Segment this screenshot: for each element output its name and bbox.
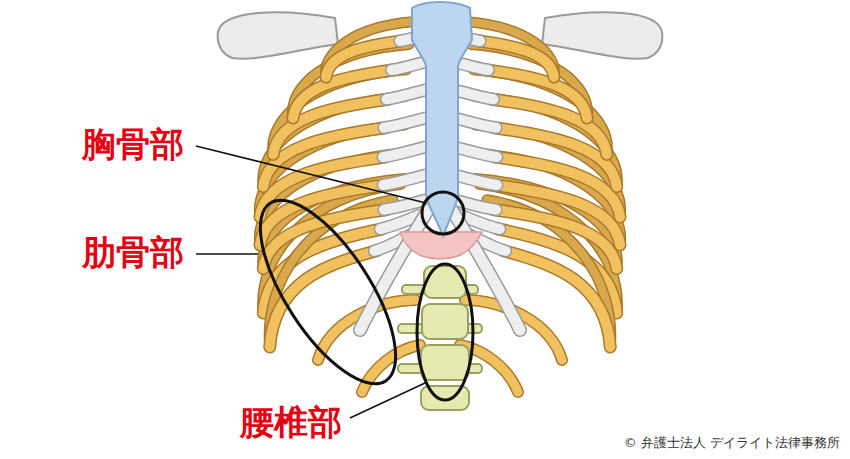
vertebra: [424, 266, 466, 298]
vertebra: [421, 386, 469, 410]
left-clavicle: [218, 12, 338, 59]
diaphragm: [400, 232, 482, 259]
lumbar-spine: [398, 266, 482, 410]
copyright-note: © 弁護士法人 デイライト法律事務所: [624, 435, 840, 451]
sternum: [412, 2, 472, 236]
right-clavicle: [542, 12, 662, 59]
leader-line: [350, 383, 425, 418]
rib: [326, 22, 425, 77]
part-label: 腰椎部: [240, 402, 342, 443]
part-label: 胸骨部: [82, 124, 184, 165]
leader-line: [196, 146, 426, 203]
part-label: 肋骨部: [82, 232, 184, 273]
leader-line: [196, 253, 258, 255]
vertebra: [421, 345, 469, 380]
vertebra: [422, 304, 468, 339]
sternum-circle: [422, 192, 464, 234]
rib-ellipse: [235, 180, 421, 404]
lumbar-ellipse: [417, 264, 473, 400]
